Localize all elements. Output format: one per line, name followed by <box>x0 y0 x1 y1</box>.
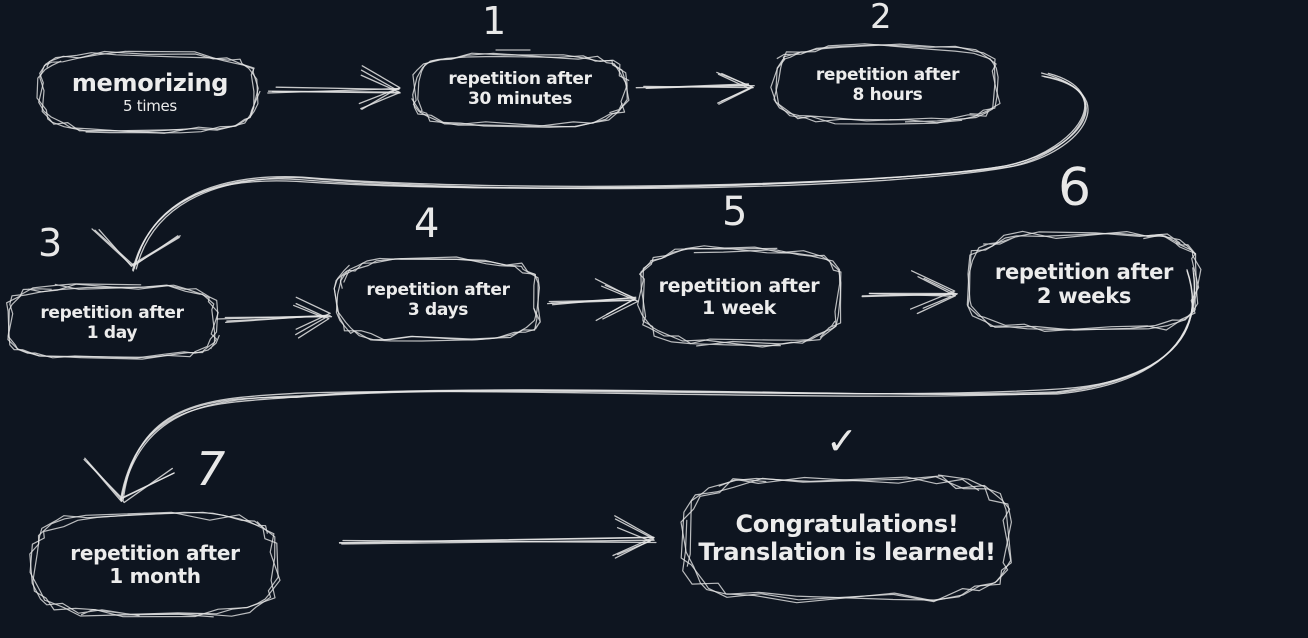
arrow-step7-to-done-head <box>612 515 654 557</box>
arrow-step6-to-step7-shaft <box>119 273 1196 502</box>
node-step7: repetition after 1 month <box>35 515 275 615</box>
arrow-step5-to-step6-head <box>916 276 957 315</box>
step-number-7: 7 <box>196 442 226 496</box>
node-memorizing-outline <box>36 50 261 134</box>
node-step4: repetition after 3 days <box>338 260 538 342</box>
step-number-5: 5 <box>722 189 748 235</box>
node-step7-outline <box>29 511 281 618</box>
arrow-step6-to-step7-head <box>84 457 173 504</box>
node-step1-interval: 30 minutes <box>467 89 573 109</box>
step-number-3: 3 <box>38 221 63 265</box>
node-step3-title: repetition after <box>40 303 184 324</box>
step-number-2: 2 <box>870 0 892 37</box>
arrow-step7-to-done-shaft <box>339 536 655 544</box>
node-step2-interval: 8 hours <box>852 85 923 105</box>
node-step7-interval: 1 month <box>109 564 201 588</box>
arrow-step2-to-step3-shaft <box>132 72 1087 272</box>
node-step1-outline <box>411 52 630 128</box>
node-step6-interval: 2 weeks <box>1036 284 1132 308</box>
arrow-step6-to-step7-head <box>83 458 175 499</box>
node-done-title: Congratulations! <box>735 510 959 539</box>
arrow-step3-to-step4-shaft <box>224 316 333 319</box>
node-step4-outline <box>333 256 541 342</box>
node-memorizing: memorizing 5 times <box>40 55 260 130</box>
node-done-outline <box>680 474 1012 604</box>
node-step4-title: repetition after <box>366 280 510 301</box>
node-step2-title: repetition after <box>815 65 960 86</box>
node-memorizing-subtitle: 5 times <box>123 96 177 115</box>
arrow-memorizing-to-step1-shaft <box>275 86 400 91</box>
node-step5: repetition after 1 week <box>638 250 840 345</box>
arrow-step4-to-step5-head <box>594 278 636 322</box>
node-step4-interval: 3 days <box>407 300 469 320</box>
node-step3-interval: 1 day <box>86 323 138 343</box>
arrow-step4-to-step5-head <box>601 285 639 320</box>
arrow-step6-to-step7-head <box>86 461 175 501</box>
arrow-step2-to-step3-shaft <box>131 75 1086 271</box>
arrow-step2-to-step3-head <box>91 228 181 266</box>
node-memorizing-title: memorizing <box>71 69 229 98</box>
arrow-step5-to-step6-head <box>909 270 956 310</box>
step-number-4: 4 <box>414 201 440 247</box>
node-step6-title: repetition after <box>994 259 1174 284</box>
node-step6: repetition after 2 weeks <box>968 235 1200 333</box>
node-step7-title: repetition after <box>70 541 240 565</box>
arrow-step4-to-step5-shaft <box>546 297 633 305</box>
node-step5-outline <box>637 245 842 348</box>
arrow-step2-to-step3-shaft <box>135 75 1089 270</box>
arrow-step1-to-step2-head <box>721 72 754 102</box>
arrow-step3-to-step4-head <box>295 302 330 339</box>
arrow-step6-to-step7-shaft <box>120 267 1195 503</box>
arrow-memorizing-to-step1-head <box>358 65 401 105</box>
step-number-6: 6 <box>1058 158 1092 218</box>
node-step6-outline <box>966 230 1202 332</box>
arrow-step3-to-step4-head <box>295 296 331 330</box>
arrow-step5-to-step6-head <box>922 277 958 309</box>
arrow-memorizing-to-step1-shaft <box>271 90 401 94</box>
node-step3-outline <box>6 283 220 360</box>
done-checkmark-icon: ✓ <box>826 419 858 463</box>
node-step5-interval: 1 week <box>702 296 776 319</box>
node-step3: repetition after 1 day <box>6 288 218 360</box>
node-step2-outline <box>770 43 1001 125</box>
node-step1-title: repetition after <box>448 69 592 90</box>
arrow-step1-to-step2-shaft <box>643 85 754 89</box>
node-done-subtitle: Translation is learned! <box>698 538 996 566</box>
node-done: Congratulations! Translation is learned! <box>684 478 1010 600</box>
arrow-step7-to-done-head <box>616 527 651 556</box>
step-number-1: 1 <box>482 0 507 43</box>
arrow-step7-to-done-shaft <box>341 539 655 545</box>
arrow-step7-to-done-head <box>614 518 655 559</box>
arrow-step2-to-step3-head <box>98 229 180 267</box>
arrow-memorizing-to-step1-head <box>360 74 401 110</box>
node-step5-title: repetition after <box>658 274 820 297</box>
node-step2: repetition after 8 hours <box>775 50 1000 122</box>
arrow-step3-to-step4-head <box>293 304 326 336</box>
arrow-step5-to-step6-shaft <box>861 293 958 297</box>
node-step1: repetition after 30 minutes <box>415 55 625 125</box>
